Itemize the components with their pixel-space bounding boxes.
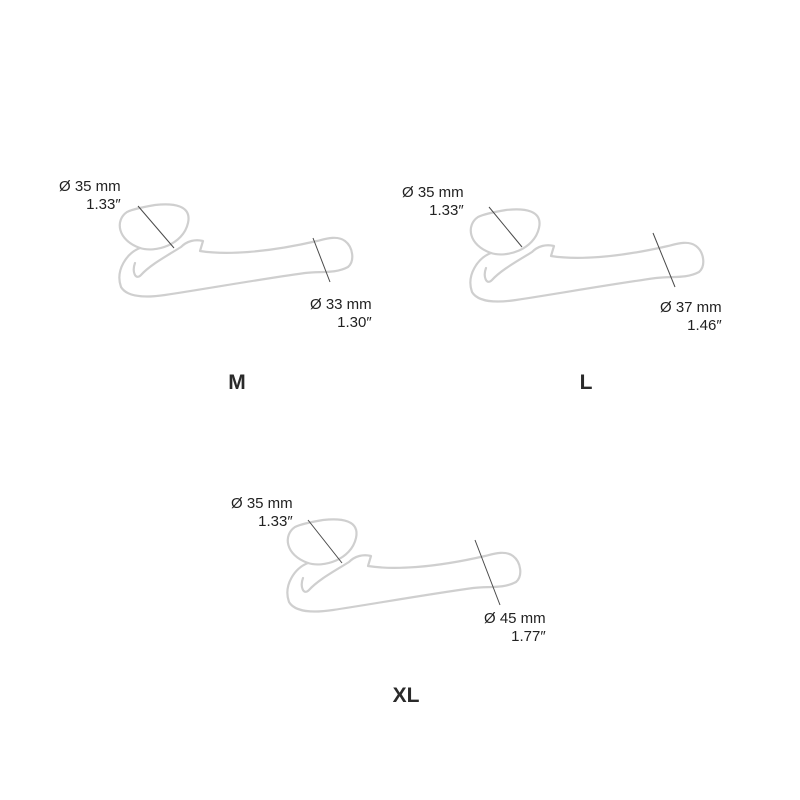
- product-outline-m: [118, 203, 354, 298]
- shaft-diameter-label-xl: Ø 45 mm 1.77″: [484, 610, 546, 646]
- base-diameter-mm-m: Ø 35 mm: [59, 178, 121, 195]
- shaft-diameter-in-xl: 1.77″: [511, 628, 546, 645]
- shaft-diameter-mm-m: Ø 33 mm: [310, 296, 372, 313]
- base-diameter-label-l: Ø 35 mm 1.33″: [402, 184, 464, 220]
- base-diameter-mm-l: Ø 35 mm: [402, 184, 464, 201]
- product-size-l: Ø 35 mm 1.33″ Ø 37 mm 1.46″: [400, 180, 722, 410]
- shaft-diameter-in-m: 1.30″: [337, 314, 372, 331]
- base-diameter-label-m: Ø 35 mm 1.33″: [59, 178, 121, 214]
- base-diameter-in-xl: 1.33″: [258, 513, 293, 530]
- base-diameter-in-l: 1.33″: [429, 202, 464, 219]
- shaft-diameter-label-m: Ø 33 mm 1.30″: [310, 296, 372, 332]
- size-label-l: L: [579, 371, 593, 394]
- product-size-xl: Ø 35 mm 1.33″ Ø 45 mm 1.77″: [225, 490, 546, 720]
- base-diameter-label-xl: Ø 35 mm 1.33″: [231, 495, 293, 531]
- size-label-m: M: [228, 371, 246, 394]
- product-outline-xl: [286, 518, 522, 613]
- base-diameter-in-m: 1.33″: [86, 196, 121, 213]
- base-diameter-mm-xl: Ø 35 mm: [231, 495, 293, 512]
- shaft-diameter-in-l: 1.46″: [687, 317, 722, 334]
- shaft-diameter-mm-xl: Ø 45 mm: [484, 610, 546, 627]
- product-outline-l: [469, 206, 705, 303]
- shaft-diameter-mm-l: Ø 37 mm: [660, 299, 722, 316]
- product-size-m: Ø 35 mm 1.33″ Ø 33 mm 1.30″: [55, 175, 372, 405]
- size-label-xl: XL: [392, 684, 420, 707]
- shaft-diameter-label-l: Ø 37 mm 1.46″: [660, 299, 722, 335]
